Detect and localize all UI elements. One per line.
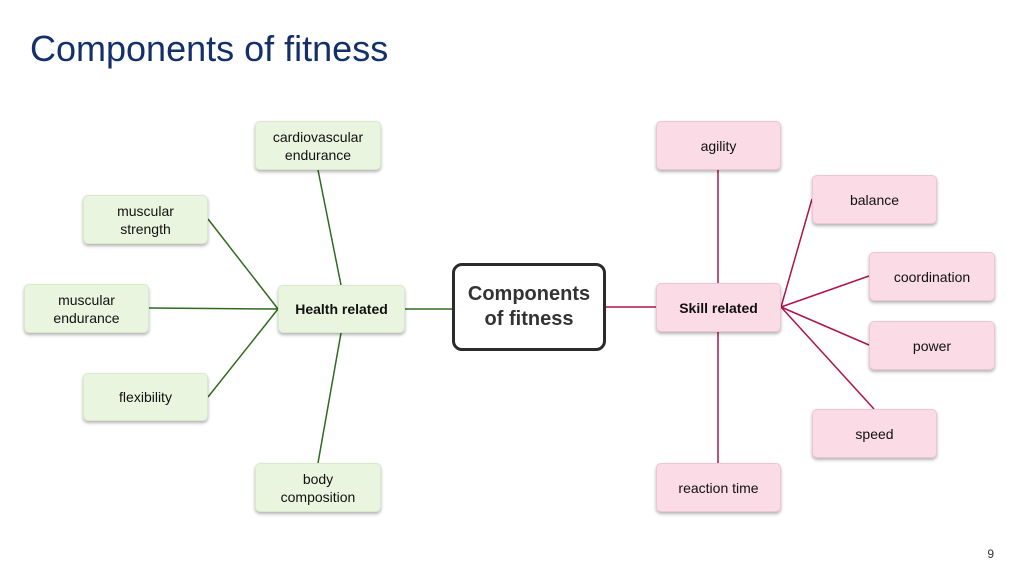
connector-speed xyxy=(780,306,875,410)
cardiovascular-endurance-node: cardiovascular endurance xyxy=(255,121,381,170)
reaction-time-node: reaction time xyxy=(656,463,781,512)
connector-power xyxy=(780,306,870,346)
connector-strength xyxy=(207,218,279,310)
muscular-endurance-node: muscular endurance xyxy=(24,284,149,333)
health-related-node: Health related xyxy=(278,285,405,333)
connector-cardio xyxy=(317,169,342,286)
skill-related-node: Skill related xyxy=(656,283,781,332)
balance-node: balance xyxy=(812,175,937,224)
center-node: Components of fitness xyxy=(452,263,606,351)
connector-muscular-endurance xyxy=(148,307,279,310)
speed-node: speed xyxy=(812,409,937,458)
connector-flexibility xyxy=(207,308,279,398)
agility-node: agility xyxy=(656,121,781,170)
connector-balance xyxy=(780,198,813,308)
page-number: 9 xyxy=(987,547,994,561)
slide-title: Components of fitness xyxy=(30,28,389,69)
body-composition-node: body composition xyxy=(255,463,381,512)
power-node: power xyxy=(869,321,995,370)
connector-body-composition xyxy=(317,332,342,464)
coordination-node: coordination xyxy=(869,252,995,301)
connector-coordination xyxy=(780,275,870,308)
muscular-strength-node: muscular strength xyxy=(83,195,208,244)
flexibility-node: flexibility xyxy=(83,373,208,421)
